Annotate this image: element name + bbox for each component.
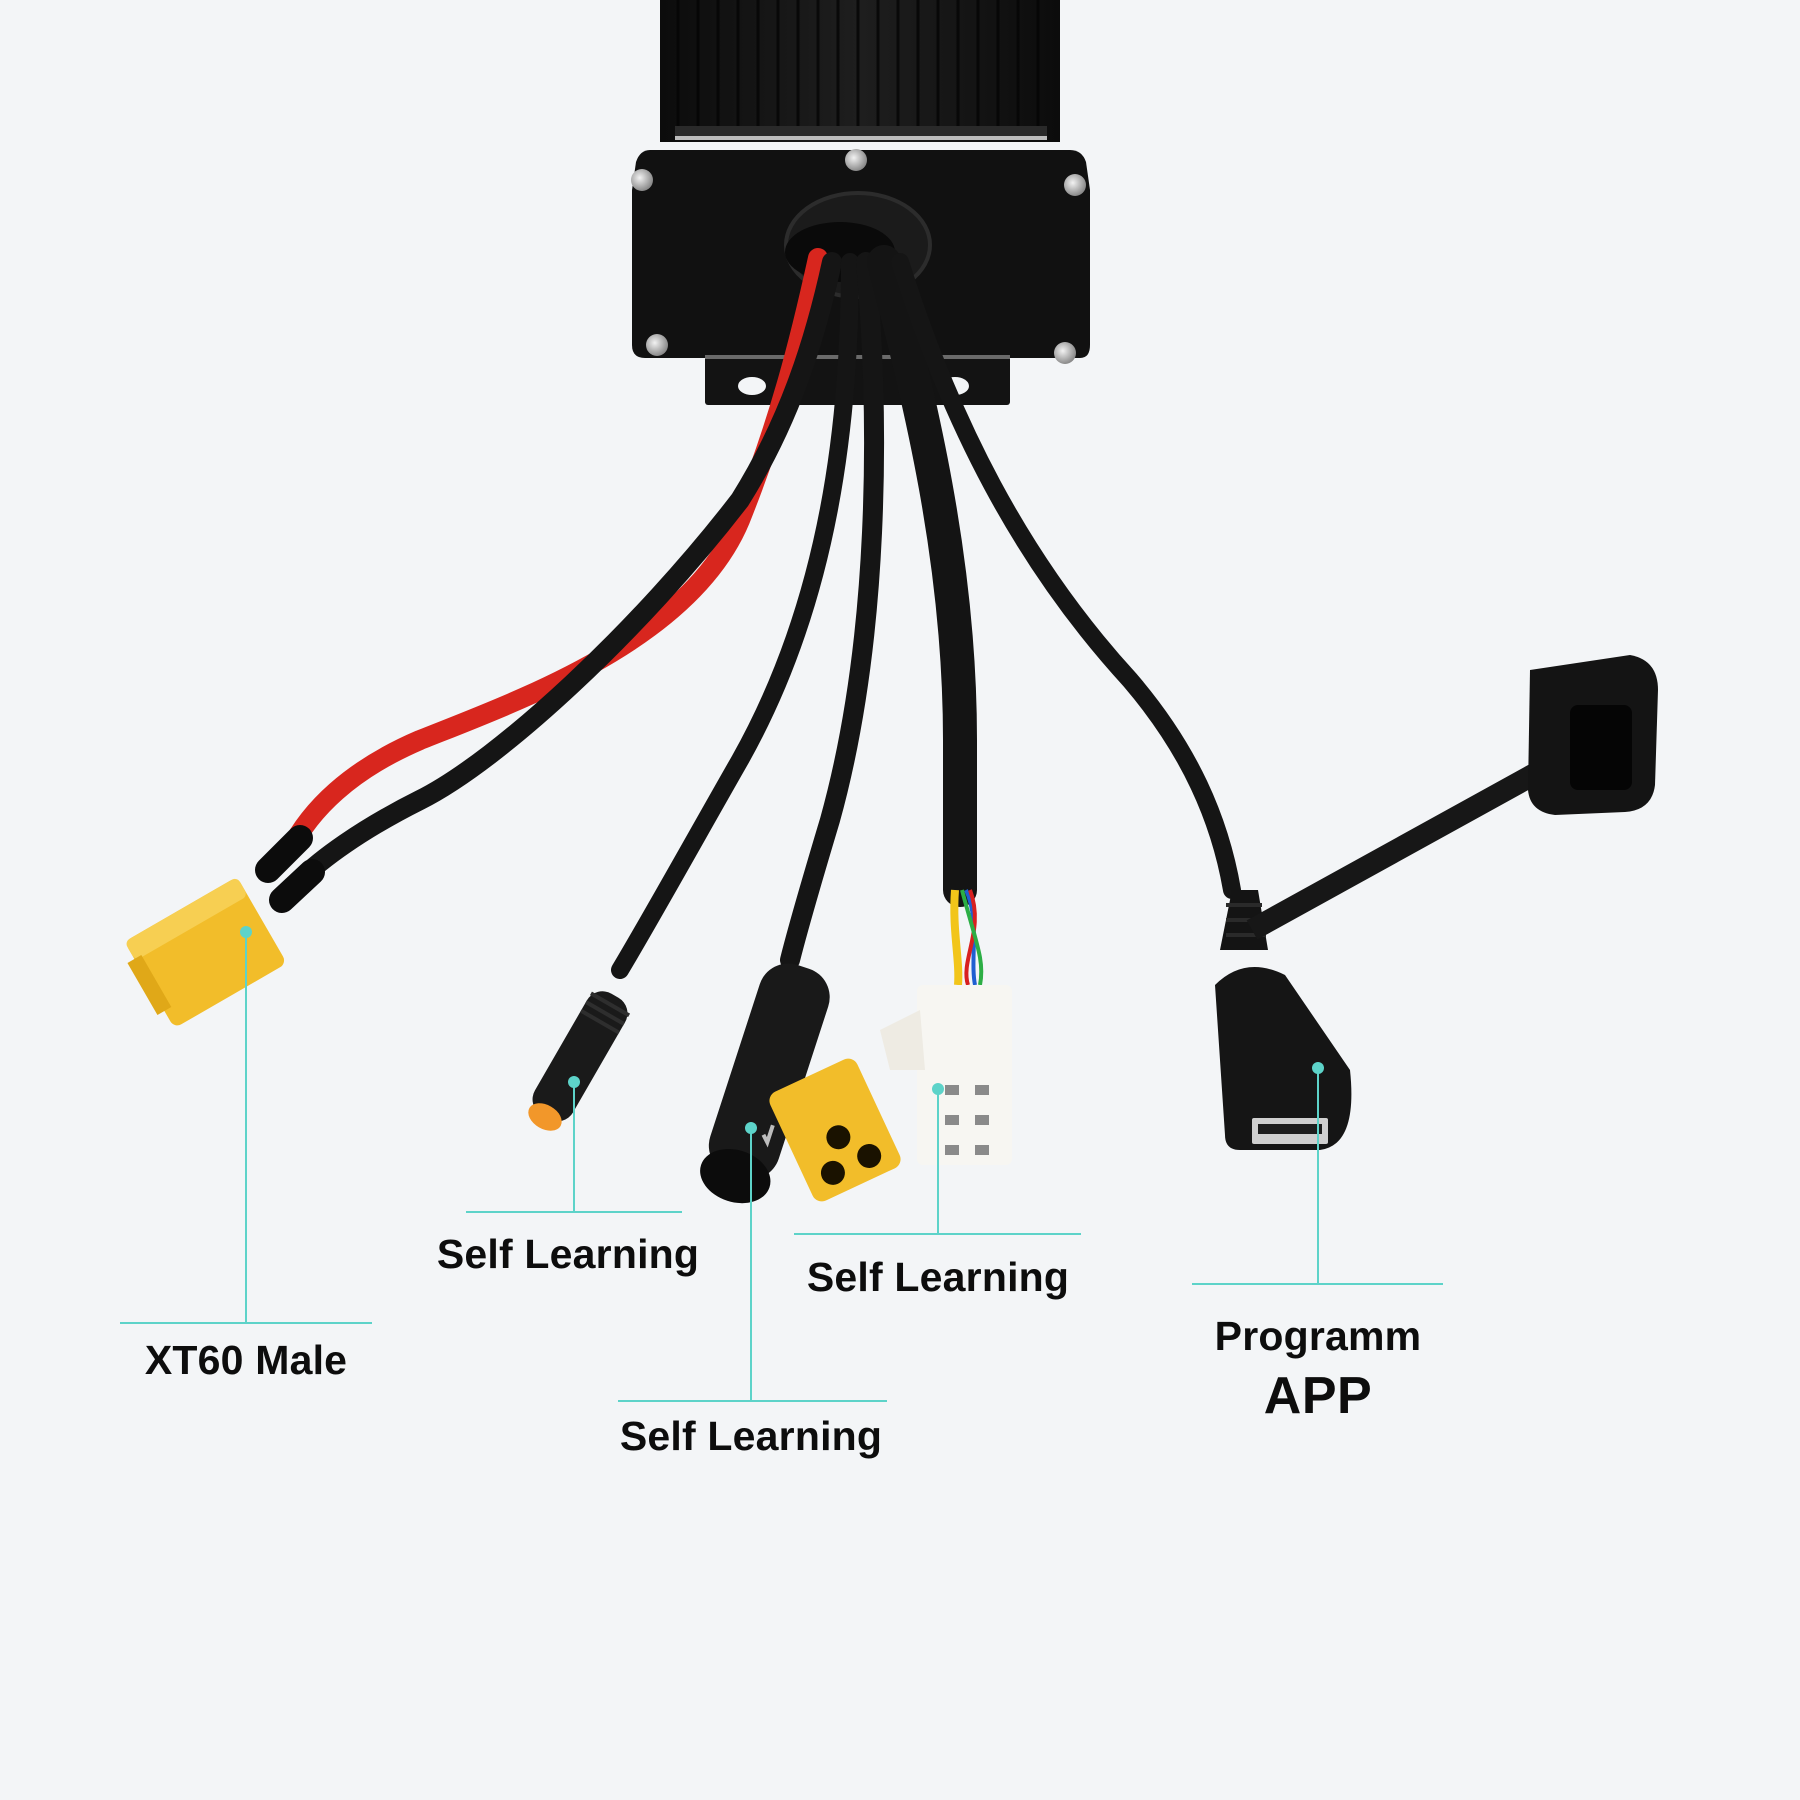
phase-wires: [950, 889, 984, 986]
callout-label-app: APP: [1263, 1367, 1373, 1425]
controller-housing: [631, 0, 1090, 405]
callout-underline: [466, 1211, 682, 1213]
mt60-connector: [769, 1058, 901, 1202]
hall-sensor-connector: [880, 985, 1012, 1165]
callout-underline: [794, 1233, 1081, 1235]
callout-underline: [120, 1322, 372, 1324]
callout-label-self-learning-3: Self Learning: [806, 1254, 1070, 1300]
callout-leader: [573, 1082, 575, 1212]
callout-label-xt60: XT60 Male: [144, 1337, 348, 1383]
cable-bundle: [255, 245, 1241, 979]
xt60-connector: [126, 878, 285, 1026]
callout-label-programm: Programm: [1214, 1313, 1422, 1359]
callout-label-self-learning-1: Self Learning: [436, 1231, 700, 1277]
callout-leader: [750, 1128, 752, 1401]
self-learning-2-connector: [700, 963, 830, 1204]
usb-connector: [1215, 655, 1658, 1150]
callout-leader: [1317, 1068, 1319, 1284]
callout-leader: [937, 1089, 939, 1234]
callout-underline: [618, 1400, 887, 1402]
self-learning-1-connector: [528, 991, 631, 1131]
callout-label-self-learning-2: Self Learning: [619, 1413, 883, 1459]
callout-underline: [1192, 1283, 1443, 1285]
callout-leader: [245, 932, 247, 1323]
